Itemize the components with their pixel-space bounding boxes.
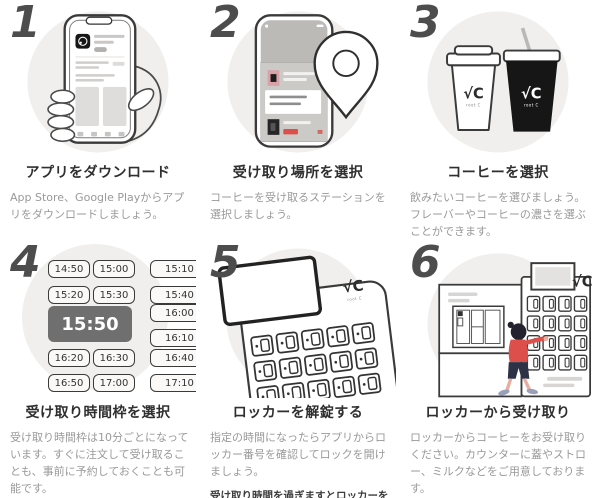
brand-logo: √C <box>572 274 593 291</box>
phone-in-hand-illustration <box>27 11 169 153</box>
locker-keypad-illustration: √C root C <box>217 248 396 398</box>
locker-station-illustration: √C <box>427 253 593 398</box>
time-slot: 16:40 <box>150 349 196 367</box>
step-1-description: App Store、Google Playからアプリをダウンロードしましょう。 <box>10 191 185 222</box>
app-icon <box>75 33 91 49</box>
brand-logo-sub: root C <box>347 295 362 302</box>
phone-notch <box>85 16 113 25</box>
time-slot: 17:00 <box>93 374 135 392</box>
step-3: 3 √C root C √C root C コーヒーを選択 飲みたいコーヒーを選… <box>400 0 600 240</box>
select-button <box>283 128 298 135</box>
map-pin-icon <box>313 30 379 120</box>
locker-screen <box>217 255 323 327</box>
map-pin-phone-illustration <box>227 11 379 153</box>
screenshot-placeholder <box>75 86 99 127</box>
download-pill <box>94 47 107 53</box>
step-1: 1 <box>0 0 200 240</box>
step-5-warning: 受け取り時間を過ぎますとロッカーを解錠できなくなりますのでご注意ください。 <box>210 490 389 498</box>
step-5-number: 5 <box>210 240 241 288</box>
time-slot: 14:50 <box>48 260 90 278</box>
screenshot-placeholder <box>102 86 127 127</box>
hand-thumb <box>127 88 155 112</box>
step-1-title: アプリをダウンロード <box>25 165 171 181</box>
hand-fingers <box>50 89 76 104</box>
station-popup <box>264 89 322 115</box>
step-3-title: コーヒーを選択 <box>447 165 549 181</box>
step-5: 5 √C root C <box>200 240 400 498</box>
step-4-number: 4 <box>10 240 41 288</box>
coffee-cups-illustration: √C root C √C root C <box>427 11 569 153</box>
time-slot: 16:10 <box>150 329 196 347</box>
brand-logo-sub: root C <box>524 102 539 107</box>
step-6-description: ロッカーからコーヒーをお受け取りください。カウンターに蓋やストロー、ミルクなどを… <box>410 431 586 496</box>
step-5-description: 指定の時間になったらアプリからロッカー番号を確認してロックを開けましょう。 <box>210 431 386 479</box>
time-slot: 17:10 <box>150 374 196 392</box>
step-4-title: 受け取り時間枠を選択 <box>25 405 171 421</box>
time-slot: 16:30 <box>93 349 135 367</box>
step-4: 4 14:50 15:00 15:10 15:20 15:30 15:40 15… <box>0 240 200 498</box>
brand-logo: √C <box>342 277 364 296</box>
time-slot: 16:50 <box>48 374 90 392</box>
time-slot: 16:00 <box>150 304 196 322</box>
time-slot: 16:20 <box>48 349 90 367</box>
brand-logo-sub: root C <box>466 102 481 107</box>
selected-time-slot: 15:50 <box>48 306 132 342</box>
step-1-illustration: 1 <box>0 0 196 158</box>
step-6-number: 6 <box>410 240 441 288</box>
step-2-description: コーヒーを受け取るステーションを選択しましょう。 <box>210 191 386 222</box>
time-slot: 15:40 <box>150 286 196 304</box>
person-shirt <box>508 339 528 363</box>
time-slot: 15:00 <box>93 260 135 278</box>
brand-logo: √C <box>521 86 542 103</box>
person-shorts <box>507 362 530 379</box>
brand-logo: √C <box>463 86 484 103</box>
step-5-illustration: 5 √C root C <box>200 240 396 398</box>
step-3-number: 3 <box>410 0 441 48</box>
step-2-number: 2 <box>210 0 241 48</box>
step-6-illustration: 6 <box>400 240 596 398</box>
step-2-illustration: 2 <box>200 0 396 158</box>
step-6: 6 <box>400 240 600 498</box>
step-3-illustration: 3 √C root C √C root C <box>400 0 596 158</box>
time-slot: 15:10 <box>150 260 196 278</box>
iced-coffee-cup <box>506 60 558 132</box>
time-slot: 15:30 <box>93 286 135 304</box>
person-figure <box>498 321 549 396</box>
step-5-title: ロッカーを解錠する <box>232 405 364 421</box>
step-2-title: 受け取り場所を選択 <box>232 165 364 181</box>
step-4-description: 受け取り時間枠は10分ごとになっています。すぐに注文して受け取ることも、事前に予… <box>10 431 189 496</box>
step-6-title: ロッカーから受け取り <box>425 405 571 421</box>
time-slot: 15:20 <box>48 286 90 304</box>
person-shoe <box>498 389 510 396</box>
time-slot-grid: 4 14:50 15:00 15:10 15:20 15:30 15:40 15… <box>0 240 196 398</box>
person-shoe <box>526 388 539 395</box>
step-1-number: 1 <box>10 0 41 48</box>
step-3-description: 飲みたいコーヒーを選びましょう。フレーバーやコーヒーの濃さを選ぶことができます。 <box>410 191 586 239</box>
person-head <box>510 323 527 341</box>
step-2: 2 <box>200 0 400 240</box>
